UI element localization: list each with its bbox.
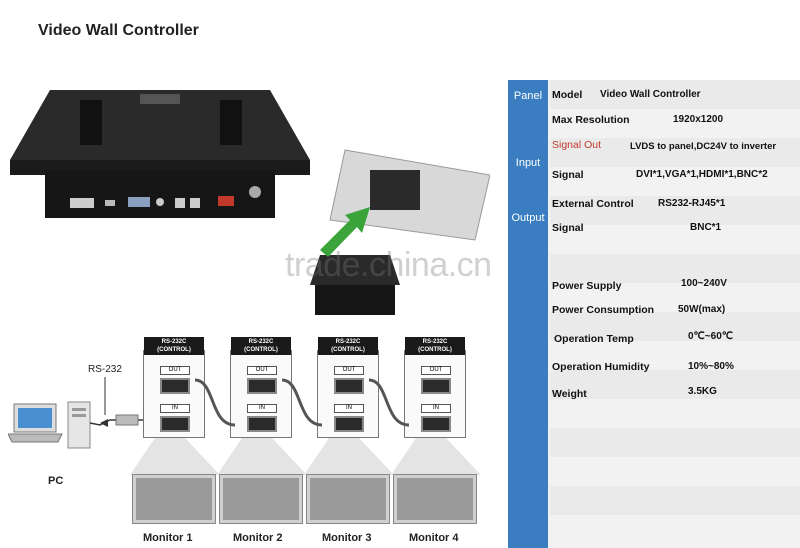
spec-key-operation-temp: Operation Temp — [554, 333, 634, 345]
spec-val-power-consumption: 50W(max) — [678, 304, 726, 315]
spec-key-operation-humidity: Operation Humidity — [552, 361, 650, 373]
monitor-1-label: Monitor 1 — [143, 532, 193, 544]
spec-val-operation-temp: 0℃~60℃ — [688, 331, 733, 342]
in-port — [160, 416, 190, 432]
in-label: IN — [247, 404, 277, 413]
spec-val-power-supply: 100~240V — [681, 278, 727, 289]
spec-key-signal-out: Signal Out — [552, 139, 602, 151]
pc-icon — [8, 401, 91, 449]
spec-key-output-signal: Signal — [552, 222, 584, 234]
controller-box-4: RS-232C(CONTROL) OUT IN — [404, 337, 466, 438]
monitor-3-label: Monitor 3 — [322, 532, 372, 544]
controller-box-2: RS-232C(CONTROL) OUT IN — [230, 337, 292, 438]
in-port — [334, 416, 364, 432]
page-title: Video Wall Controller — [38, 22, 199, 39]
controller-box-3: RS-232C(CONTROL) OUT IN — [317, 337, 379, 438]
spec-val-max-resolution: 1920x1200 — [673, 114, 724, 125]
out-label: OUT — [160, 366, 190, 375]
out-port — [160, 378, 190, 394]
spec-key-input-signal: Signal — [552, 169, 584, 181]
monitor-2-label: Monitor 2 — [233, 532, 283, 544]
controller-device-image — [10, 90, 310, 218]
display-beams — [130, 438, 481, 475]
spec-val-input-signal: DVI*1,VGA*1,HDMI*1,BNC*2 — [636, 169, 768, 180]
controller-header: RS-232C(CONTROL) — [405, 337, 465, 355]
monitor-3 — [306, 474, 390, 524]
spec-val-external-control: RS232-RJ45*1 — [658, 198, 726, 209]
spec-key-weight: Weight — [552, 388, 587, 400]
in-label: IN — [334, 404, 364, 413]
spec-val-output-signal: BNC*1 — [690, 222, 722, 233]
in-port — [421, 416, 451, 432]
pc-label: PC — [48, 475, 64, 487]
in-label: IN — [160, 404, 190, 413]
monitor-2 — [219, 474, 303, 524]
controller-box-1: RS-232C(CONTROL) OUT IN — [143, 337, 205, 438]
out-port — [334, 378, 364, 394]
monitor-1 — [132, 474, 216, 524]
section-input: Input — [515, 157, 541, 169]
spec-key-max-resolution: Max Resolution — [552, 114, 630, 126]
out-label: OUT — [247, 366, 277, 375]
spec-key-model: Model — [552, 89, 583, 101]
in-label: IN — [421, 404, 451, 413]
section-output: Output — [511, 212, 545, 224]
watermark: trade.china.cn — [285, 246, 492, 284]
spec-sidebar — [508, 80, 548, 548]
spec-key-power-supply: Power Supply — [552, 280, 622, 292]
out-label: OUT — [421, 366, 451, 375]
spec-table: Panel Input Output Model Video Wall Cont… — [508, 80, 800, 548]
rs232-label: RS-232 — [88, 364, 122, 375]
monitor-4-label: Monitor 4 — [409, 532, 459, 544]
spec-key-power-consumption: Power Consumption — [552, 304, 655, 316]
panel-mount-image — [310, 149, 490, 315]
controller-header: RS-232C(CONTROL) — [318, 337, 378, 355]
monitor-4 — [393, 474, 477, 524]
spec-key-external-control: External Control — [552, 198, 634, 210]
daisy-chain-cables — [194, 378, 410, 427]
spec-val-signal-out: LVDS to panel,DC24V to inverter — [630, 141, 777, 152]
spec-val-operation-humidity: 10%~80% — [688, 361, 734, 372]
rs232-cable — [89, 377, 148, 427]
out-port — [247, 378, 277, 394]
controller-header: RS-232C(CONTROL) — [231, 337, 291, 355]
out-port — [421, 378, 451, 394]
in-port — [247, 416, 277, 432]
controller-header: RS-232C(CONTROL) — [144, 337, 204, 355]
spec-val-weight: 3.5KG — [688, 386, 717, 397]
section-panel: Panel — [513, 90, 543, 102]
out-label: OUT — [334, 366, 364, 375]
spec-val-model: Video Wall Controller — [600, 89, 701, 100]
